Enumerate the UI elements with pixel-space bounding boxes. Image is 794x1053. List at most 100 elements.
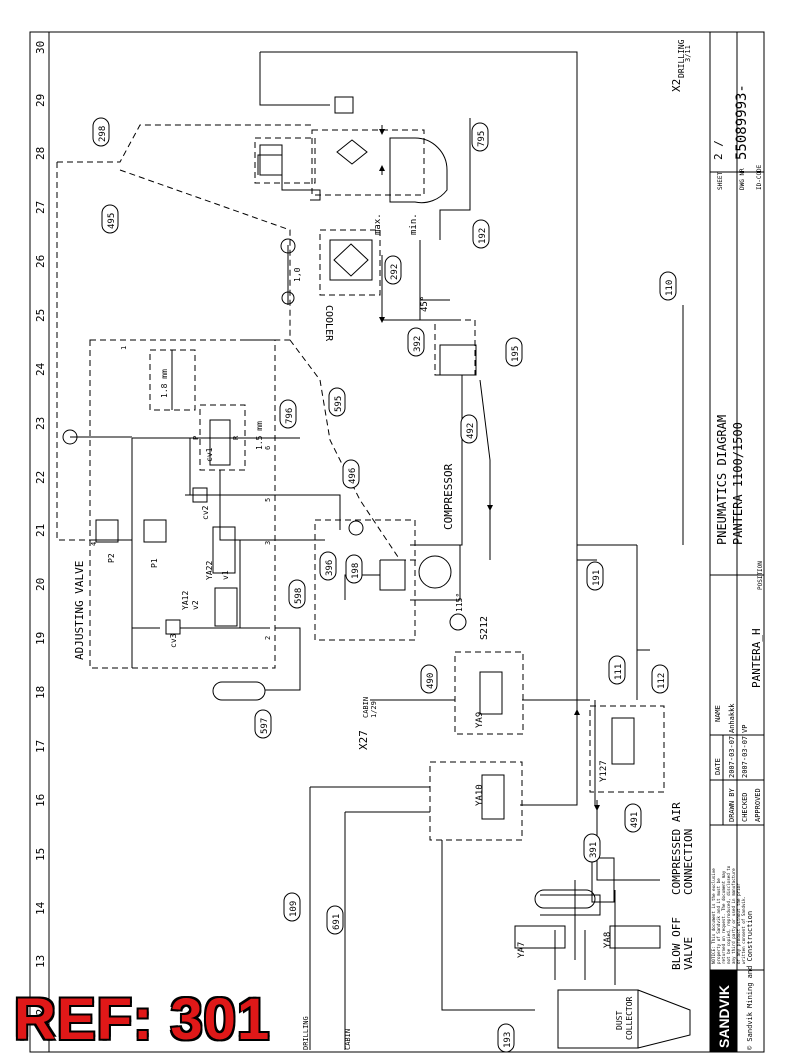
checked-name: VP [741,725,749,733]
col-number: 26 [34,255,47,268]
notice-line: of any product without the prior [736,883,741,964]
svg-text:192: 192 [478,228,488,244]
drawn-by-name: Anhakkk [728,703,736,733]
col-number: 17 [34,740,47,753]
x2-drilling: DRILLING [677,39,686,78]
s212-label: S212 [479,616,490,640]
svg-text:109: 109 [289,901,299,917]
notice-line: returned on request. The document may [721,870,726,964]
col-number: 18 [34,686,47,699]
col-number: 28 [34,147,47,160]
cabin-text: CABIN [344,1029,352,1050]
svg-text:496: 496 [348,468,358,484]
svg-text:392: 392 [413,336,423,352]
col-number: 15 [34,848,47,861]
col-number: 22 [34,471,47,484]
svg-text:492: 492 [466,423,476,439]
column-number-strip: 30 29 28 27 26 25 24 23 22 21 20 19 18 1… [34,41,47,1022]
orifice-1-8: 1.8 mm [160,369,169,398]
svg-text:490: 490 [426,673,436,689]
svg-text:491: 491 [630,812,640,828]
svg-text:110: 110 [665,280,675,296]
drawn-by-label: DRAWN BY [728,787,736,822]
checked-label: CHECKED [741,792,749,822]
svg-text:292: 292 [390,264,400,280]
svg-text:691: 691 [332,914,342,930]
port-4: 4 [90,542,98,546]
line-tag: 195 [505,337,523,367]
svg-text:597: 597 [260,718,270,734]
title-block-frame [709,31,765,1053]
cv2-label: cv2 [201,505,210,520]
dwg-number: 55089993- [734,84,750,160]
compressed-air-label-2: CONNECTION [682,829,695,895]
svg-text:795: 795 [477,131,487,147]
sheet-value: 2 / [712,140,725,160]
svg-text:198: 198 [351,563,361,579]
title-block: PNEUMATICS DIAGRAM PANTERA 1100/1500 POS… [711,84,764,1050]
line-tag: 491 [624,803,642,833]
notice-line: property of Sandvik and it must be [716,878,721,964]
col-number: 24 [34,362,47,376]
line-tag: 796 [279,399,297,429]
position-value: PANTERA_H [750,628,763,688]
x2-connector: X2 [670,79,683,92]
p2-label: P2 [107,553,116,563]
line-tag: 595 [328,387,346,417]
line-tag: 795 [471,122,489,152]
component-labels: ADJUSTING VALVE COMPRESSOR COOLER BLOW O… [73,213,695,1040]
compressed-air-label: COMPRESSED AIR [670,802,683,895]
line-tags: 298 495 795 192 292 392 195 492 [92,117,677,1053]
dwg-label: DWG NR [739,168,746,190]
cv1-label: cv1 [205,447,214,462]
line-tag: 198 [345,554,363,584]
col-number: 14 [34,901,47,915]
line-tag: 490 [420,664,438,694]
col-number: 12 [34,1009,47,1022]
sheet-label: SHEET [717,172,724,190]
svg-text:191: 191 [592,570,602,586]
notice-line: NOTICE: This document is the exclusive [711,868,716,964]
approved-label: APPROVED [754,788,762,822]
blow-off-label: BLOW OFF [670,917,683,970]
line-tag: 191 [586,561,604,591]
svg-text:111: 111 [614,664,624,680]
ya7-label: YA7 [517,942,527,958]
id-code-label: ID-CODE [756,164,763,190]
adjusting-valve-label: ADJUSTING VALVE [73,561,86,660]
line-tag: 392 [407,327,425,357]
col-number: 13 [34,955,47,968]
col-number: 25 [34,309,47,322]
dust-collector-label: DUST [615,1011,624,1030]
temp-115: 115° [455,593,464,612]
notice-line: written consent of Sandvik. [741,896,746,964]
col-number: 21 [34,524,47,537]
col-number: 29 [34,94,47,107]
company-logo: SANDVIK [716,985,732,1048]
line-tag: 112 [651,664,669,694]
port-5: 5 [264,498,272,502]
cv3-label: cv3 [169,633,178,648]
col-number: 30 [34,41,47,54]
sandvik-logo-box [709,969,738,1053]
port-3: 3 [264,541,272,545]
drawn-by-date: 2007-03-07 [728,736,736,778]
off-page-connectors: X2 DRILLING 3/11 X27 CABIN 1/29 DRILLING… [302,39,692,1050]
reservoir-min: min. [409,213,419,235]
name-header: NAME [714,705,722,722]
line-tag: 111 [608,655,626,685]
cooler-label: COOLER [323,305,334,342]
col-number: 27 [34,201,47,214]
reservoir-max: max. [373,213,383,235]
line-tag: 292 [384,255,402,285]
svg-text:112: 112 [657,673,667,689]
port-r: R [232,435,240,440]
svg-text:193: 193 [503,1032,513,1048]
notice-line: any third party or used in manufacture [731,868,736,964]
diagram-title: PNEUMATICS DIAGRAM [715,415,729,545]
svg-text:495: 495 [107,213,117,229]
blow-off-label-2: VALVE [682,937,695,970]
v2-label: v2 [191,600,200,610]
ya8-label: YA8 [603,932,613,948]
dashed-pilot-lines [56,124,665,841]
